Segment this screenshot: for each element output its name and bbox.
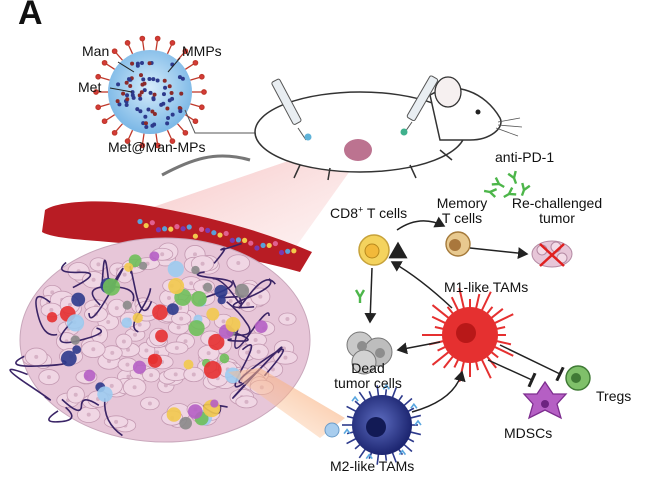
syringe-nanoparticle bbox=[271, 78, 312, 141]
arrow-m2-to-m1 bbox=[411, 370, 466, 413]
mouse-illustration bbox=[161, 76, 523, 181]
leader-mmps bbox=[167, 57, 181, 73]
m2-beam bbox=[228, 368, 345, 438]
m2-like-tam bbox=[324, 383, 422, 465]
rechallenged-tumor bbox=[531, 240, 573, 268]
syringe-anti-pd1 bbox=[400, 75, 439, 136]
arrow-cd8-to-dead bbox=[364, 267, 377, 324]
inhibit-m1-to-mdsc bbox=[487, 359, 537, 388]
memory-t-cell bbox=[445, 231, 471, 257]
anti-pd1-antibodies bbox=[483, 170, 531, 199]
label-man: Man bbox=[82, 43, 110, 59]
panel-letter: A bbox=[18, 0, 43, 32]
label-anti-pd1: anti-PD-1 bbox=[495, 149, 555, 165]
tumor-section bbox=[9, 237, 311, 443]
dead-tumor-cells bbox=[346, 331, 393, 375]
leader-man bbox=[117, 61, 135, 73]
m1-like-tam bbox=[422, 287, 514, 383]
mdsc-cell bbox=[522, 380, 568, 420]
leader-met bbox=[109, 87, 133, 93]
antibody-small bbox=[354, 289, 366, 303]
label-m1-like-tams: M1-like TAMs bbox=[444, 279, 529, 295]
arrow-m1-to-cd8 bbox=[390, 261, 453, 309]
label-nanoparticle: Met@Man-MPs bbox=[108, 139, 206, 155]
treg-cell bbox=[565, 365, 591, 391]
cd8-t-cell bbox=[358, 234, 408, 266]
inhibit-m1-to-treg bbox=[499, 344, 565, 382]
label-cd8-t-cells: CD8+ T cells bbox=[330, 204, 408, 221]
arrow-memory-to-tumor bbox=[469, 247, 529, 260]
arrow-cd8-to-memory bbox=[396, 216, 446, 231]
arrow-m1-to-dead bbox=[396, 341, 441, 355]
label-mdscs: MDSCs bbox=[504, 425, 553, 441]
label-tregs: Tregs bbox=[596, 388, 632, 404]
label-met: Met bbox=[78, 79, 102, 95]
label-mmps: MMPs bbox=[182, 43, 222, 59]
label-m2-like-tams: M2-like TAMs bbox=[330, 458, 415, 474]
nanoparticle-met-man-mps bbox=[93, 35, 207, 149]
